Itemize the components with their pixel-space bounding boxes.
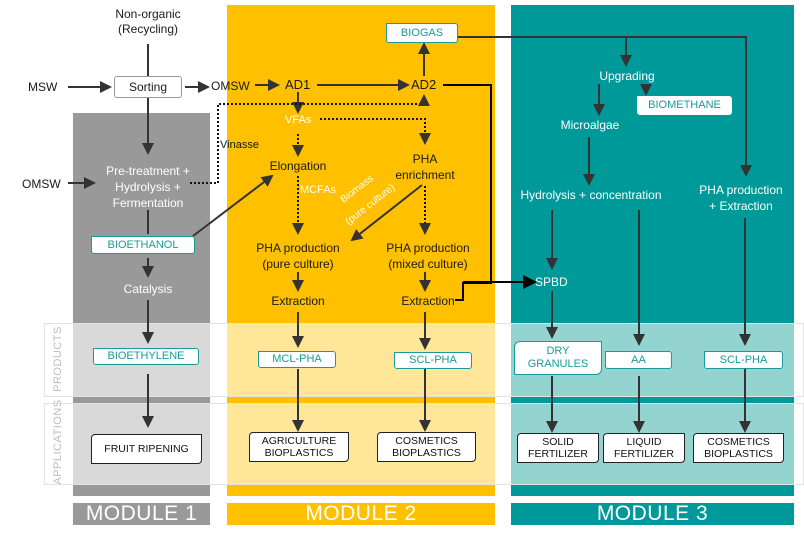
scl-pha-product: SCL-PHA: [394, 352, 472, 369]
biogas-node: BIOGAS: [386, 23, 458, 43]
cosmetics-bioplastics-application: COSMETICS BIOPLASTICS: [377, 432, 476, 462]
catalysis-label: Catalysis: [123, 282, 173, 296]
vinasse-label: Vinasse: [220, 139, 259, 151]
dry-granules-line-1: DRY: [546, 345, 570, 357]
pha-pure-line-1: PHA production: [256, 241, 340, 255]
cosmetics3-line-2: BIOPLASTICS: [704, 448, 773, 460]
cosmetics-line-1: COSMETICS: [395, 435, 458, 447]
arrow-biomass-to-pha-pure: [350, 184, 423, 242]
hydrolysis-concentration-node: Hydrolysis + concentration: [520, 188, 662, 202]
liquid-line-2: FERTILIZER: [614, 448, 674, 460]
pha-enrichment-line-1: PHA: [412, 152, 438, 166]
pretreatment-line-3: Fermentation: [112, 196, 184, 210]
cosmetics-line-2: BIOPLASTICS: [392, 447, 461, 459]
bioethanol-node: BIOETHANOL: [91, 236, 195, 254]
bioethylene-product: BIOETHYLENE: [93, 348, 199, 365]
pha-enrichment-line-2: enrichment: [395, 168, 455, 182]
solid-line-1: SOLID: [542, 436, 574, 448]
scl-pha-module3-product: SCL-PHA: [704, 351, 783, 369]
extraction-right: Extraction: [401, 294, 455, 308]
liquid-line-1: LIQUID: [626, 436, 662, 448]
pha-mixed-line-2: (mixed culture): [388, 257, 468, 271]
arrow-bioethanol-to-elongation: [192, 174, 274, 237]
pha-production-line-1: PHA production: [699, 183, 783, 197]
spbd-node: SPBD: [535, 275, 568, 289]
pha-pure-line-2: (pure culture): [262, 257, 334, 271]
cosmetics-bioplastics-module3-application: COSMETICS BIOPLASTICS: [693, 433, 784, 463]
recycling-label: (Recycling): [117, 22, 178, 36]
pha-mixed-line-1: PHA production: [386, 241, 470, 255]
module3-footer: MODULE 3: [511, 503, 794, 525]
aa-product: AA: [605, 351, 672, 369]
upgrading-node: Upgrading: [599, 69, 655, 83]
extraction-left: Extraction: [271, 294, 325, 308]
vfas-label: VFAs: [285, 114, 312, 126]
non-organic-label: Non-organic: [115, 7, 181, 21]
pretreatment-line-2: Hydrolysis +: [115, 180, 181, 194]
dotted-vfas-to-pha-enrichment: [320, 118, 431, 145]
omsw-top-label: OMSW: [211, 79, 250, 93]
agriculture-bioplastics-application: AGRICULTURE BIOPLASTICS: [249, 432, 349, 462]
ad2-node: AD2: [411, 77, 437, 92]
line-biogas-to-module3: [458, 36, 752, 177]
agriculture-line-1: AGRICULTURE: [261, 435, 337, 447]
pha-production-line-2: + Extraction: [709, 199, 773, 213]
ad1-node: AD1: [285, 77, 311, 92]
module2-footer: MODULE 2: [227, 503, 495, 525]
pretreatment-line-1: Pre-treatment +: [106, 164, 190, 178]
solid-fertilizer-application: SOLID FERTILIZER: [517, 433, 599, 463]
msw-label: MSW: [28, 80, 58, 94]
biomethane-product: BIOMETHANE: [637, 96, 732, 115]
solid-line-2: FERTILIZER: [528, 448, 588, 460]
sorting-node: Sorting: [114, 76, 182, 98]
microalgae-node: Microalgae: [560, 118, 620, 132]
agriculture-line-2: BIOPLASTICS: [264, 447, 334, 459]
mcfas-label: MCFAs: [300, 184, 337, 196]
mcl-pha-product: MCL-PHA: [258, 351, 336, 368]
omsw-left-label: OMSW: [22, 177, 61, 191]
elongation-node: Elongation: [269, 159, 327, 173]
liquid-fertilizer-application: LIQUID FERTILIZER: [603, 433, 685, 463]
module1-footer: MODULE 1: [73, 503, 210, 525]
fruit-ripening-application: FRUIT RIPENING: [91, 434, 202, 464]
dry-granules-line-2: GRANULES: [527, 358, 589, 370]
dry-granules-product: DRY GRANULES: [514, 341, 602, 375]
cosmetics3-line-1: COSMETICS: [707, 436, 770, 448]
